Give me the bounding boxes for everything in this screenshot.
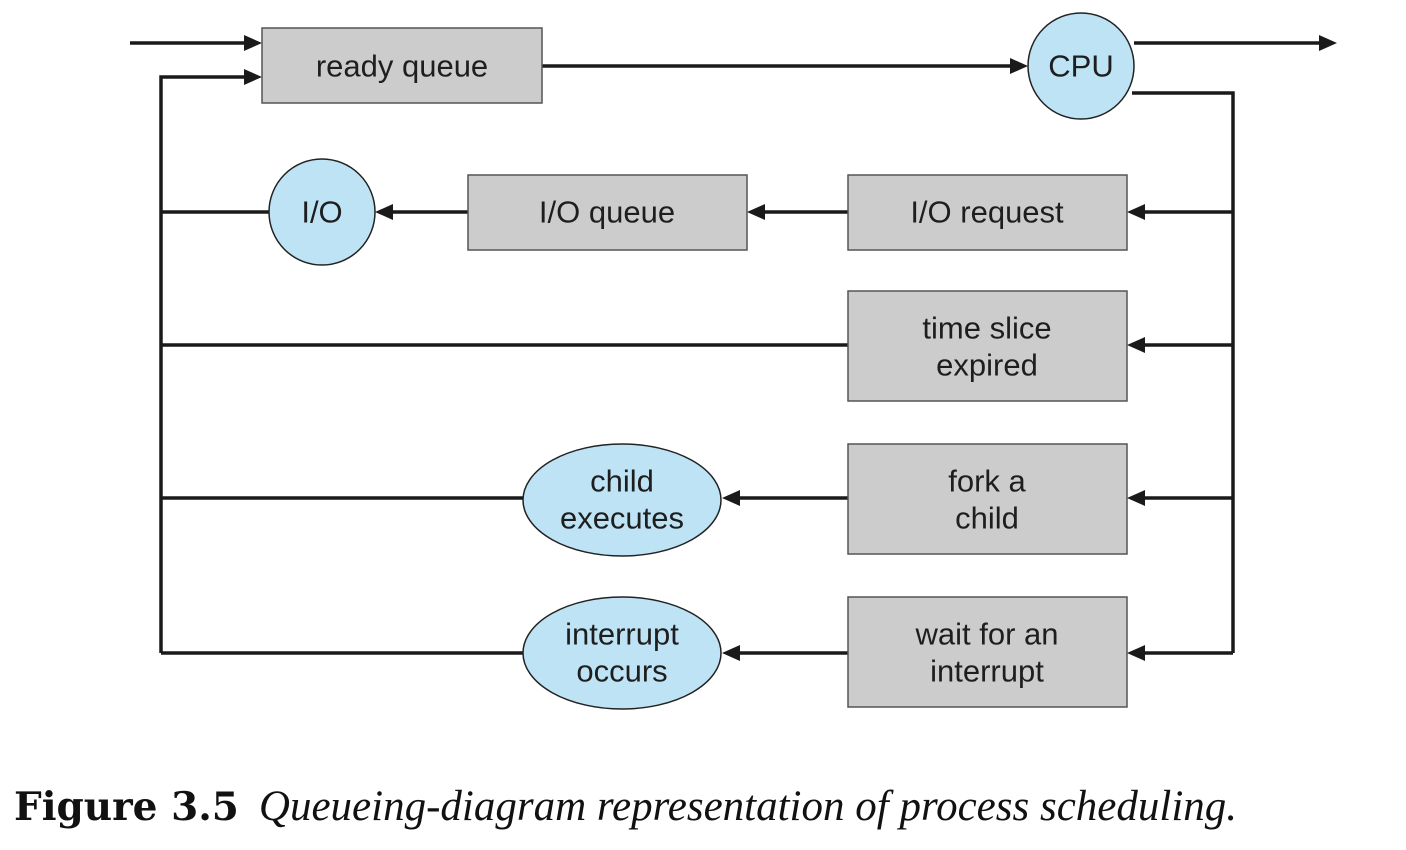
time-slice-box — [847, 290, 1128, 402]
edge-left-bus-to-ready-queue — [159, 75, 248, 653]
fork-child-label-line1: fork a — [948, 464, 1026, 499]
node-interrupt-occurs: interrupt occurs — [522, 596, 722, 710]
fork-child-box — [847, 443, 1128, 555]
node-time-slice-expired: time slice expired — [847, 290, 1128, 402]
node-child-executes: child executes — [522, 443, 722, 557]
interrupt-occurs-label-line1: interrupt — [565, 617, 679, 652]
fork-child-label-line2: child — [955, 501, 1019, 536]
interrupt-occurs-label-line2: occurs — [576, 654, 667, 689]
wait-interrupt-box — [847, 596, 1128, 708]
cpu-label: CPU — [1048, 49, 1113, 84]
arrowhead-wait-interrupt — [1127, 645, 1145, 661]
arrowhead-child-executes — [722, 490, 740, 506]
child-executes-label-line1: child — [590, 464, 654, 499]
arrowhead-io — [375, 204, 393, 220]
node-io-queue: I/O queue — [467, 174, 748, 251]
child-executes-ellipse — [522, 443, 722, 557]
node-wait-for-interrupt: wait for an interrupt — [847, 596, 1128, 708]
time-slice-label-line1: time slice — [922, 311, 1051, 346]
wait-interrupt-label-line1: wait for an — [914, 617, 1058, 652]
node-fork-a-child: fork a child — [847, 443, 1128, 555]
io-circle — [268, 158, 376, 266]
io-label: I/O — [301, 195, 342, 230]
arrowhead-ready-queue-return — [244, 69, 262, 85]
node-cpu: CPU — [1027, 12, 1135, 120]
interrupt-occurs-ellipse — [522, 596, 722, 710]
cpu-circle — [1027, 12, 1135, 120]
arrowhead-io-queue — [747, 204, 765, 220]
node-ready-queue: ready queue — [261, 27, 543, 104]
node-io: I/O — [268, 158, 376, 266]
figure-number: Figure 3.5 — [14, 784, 239, 830]
wait-interrupt-label-line2: interrupt — [930, 654, 1044, 689]
edge-cpu-to-right-bus — [1132, 91, 1235, 653]
connectors — [130, 35, 1337, 661]
io-queue-box — [467, 174, 748, 251]
arrowhead-cpu — [1010, 58, 1028, 74]
time-slice-label-line2: expired — [936, 348, 1038, 383]
ready-queue-label: ready queue — [316, 49, 488, 84]
arrowhead-exit — [1319, 35, 1337, 51]
figure-caption: Figure 3.5 Queueing-diagram representatio… — [14, 778, 1394, 835]
io-queue-label: I/O queue — [539, 195, 675, 230]
arrowhead-entry — [244, 35, 262, 51]
arrowhead-interrupt-occurs — [722, 645, 740, 661]
arrowhead-io-request — [1127, 204, 1145, 220]
child-executes-label-line2: executes — [560, 501, 684, 536]
arrowhead-fork-child — [1127, 490, 1145, 506]
io-request-label: I/O request — [910, 195, 1064, 230]
ready-queue-box — [261, 27, 543, 104]
node-io-request: I/O request — [847, 174, 1128, 251]
figure-caption-text: Queueing-diagram representation of proce… — [258, 783, 1238, 830]
arrowhead-time-slice — [1127, 337, 1145, 353]
io-request-box — [847, 174, 1128, 251]
